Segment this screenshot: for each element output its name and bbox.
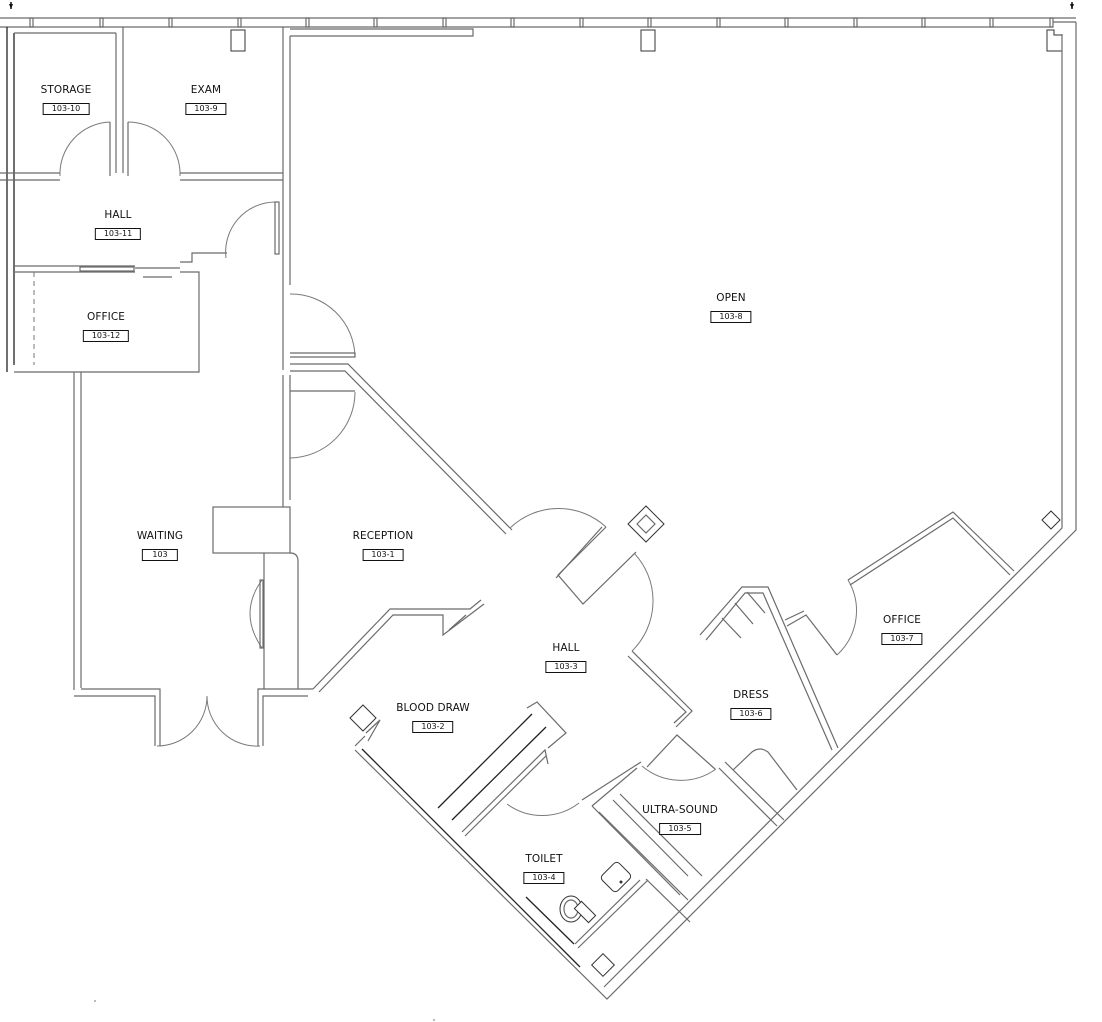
room-label-dress: DRESS 103-6 xyxy=(730,689,772,720)
room-name: BLOOD DRAW xyxy=(396,702,470,714)
room-name: HALL xyxy=(552,642,580,654)
room-label-toilet: TOILET 103-4 xyxy=(523,853,565,884)
room-label-hall-3: HALL 103-3 xyxy=(545,642,587,673)
room-label-ultra-sound: ULTRA-SOUND 103-5 xyxy=(642,804,718,835)
sink-icon xyxy=(600,861,632,893)
room-number: 103-1 xyxy=(362,549,404,561)
room-label-waiting: WAITING 103 xyxy=(137,530,183,561)
exterior-wall-top xyxy=(0,17,1076,28)
room-label-blood-draw: BLOOD DRAW 103-2 xyxy=(396,702,470,733)
room-name: EXAM xyxy=(190,84,222,96)
column-icon xyxy=(1046,29,1063,52)
room-number: 103-6 xyxy=(730,708,772,720)
room-name: RECEPTION xyxy=(352,530,414,542)
column-icon xyxy=(627,505,665,543)
room-name: ULTRA-SOUND xyxy=(642,804,718,816)
room-label-storage: STORAGE 103-10 xyxy=(41,84,92,115)
left-suite-walls xyxy=(0,27,474,373)
column-icon xyxy=(1041,510,1061,530)
room-number: 103-12 xyxy=(82,330,130,342)
north-arrow-icon-left xyxy=(9,2,13,9)
room-label-office-7: OFFICE 103-7 xyxy=(881,614,923,645)
column-icon xyxy=(640,29,656,52)
room-label-open: OPEN 103-8 xyxy=(710,292,752,323)
room-label-hall-11: HALL 103-11 xyxy=(94,209,142,240)
room-number: 103-8 xyxy=(710,311,752,323)
room-name: WAITING xyxy=(136,530,184,542)
room-number: 103-7 xyxy=(881,633,923,645)
room-name: STORAGE xyxy=(40,84,92,96)
room-label-reception: RECEPTION 103-1 xyxy=(353,530,414,561)
room-name: OPEN xyxy=(716,292,746,304)
room-label-office-12: OFFICE 103-12 xyxy=(82,311,130,342)
column-icon xyxy=(230,29,246,52)
room-name: DRESS xyxy=(733,689,769,701)
clinical-walls xyxy=(349,701,798,978)
room-label-exam: EXAM 103-9 xyxy=(185,84,227,115)
room-name: OFFICE xyxy=(882,614,921,626)
room-number: 103-4 xyxy=(523,872,565,884)
room-name: OFFICE xyxy=(86,311,125,323)
north-arrow-icon-right xyxy=(1070,2,1074,9)
reception-walls xyxy=(282,285,693,728)
room-number: 103-10 xyxy=(42,103,90,115)
room-number: 103-3 xyxy=(545,661,587,673)
room-number: 103 xyxy=(141,549,178,561)
room-name: HALL xyxy=(104,209,132,221)
room-number: 103-2 xyxy=(412,721,454,733)
exterior-wall-right xyxy=(354,22,1077,1000)
east-rooms-walls xyxy=(699,511,1015,751)
waiting-walls xyxy=(73,372,313,747)
room-name: TOILET xyxy=(525,853,563,865)
room-number: 103-5 xyxy=(659,823,701,835)
room-number: 103-11 xyxy=(94,228,142,240)
room-number: 103-9 xyxy=(185,103,227,115)
